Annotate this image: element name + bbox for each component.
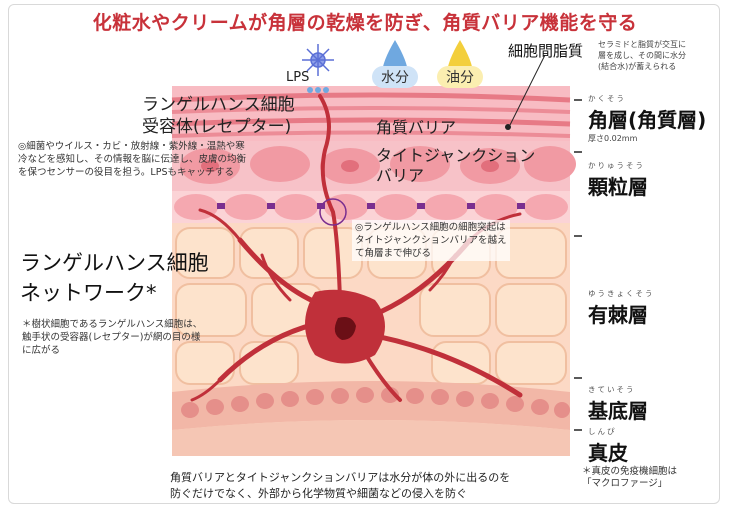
lps-icon xyxy=(302,44,334,76)
lps-label: LPS xyxy=(286,70,310,85)
macrophage-note: ＊真皮の免疫機細胞は 「マクロファージ」 xyxy=(582,466,678,489)
basal-layer xyxy=(172,381,570,430)
layer-bracket-ticks xyxy=(574,99,582,431)
intercellular-lipid-label: 細胞間脂質 xyxy=(508,42,584,60)
tight-junction-label: タイトジャンクション バリア xyxy=(376,146,536,185)
spinous-layer xyxy=(175,227,567,385)
layer-spinous: ゆうきょくそう 有棘層 xyxy=(588,289,655,327)
layer-basal: きていそう 基底層 xyxy=(588,385,648,423)
layer-granular: かりゅうそう 顆粒層 xyxy=(588,161,648,199)
intercellular-lipid-note: セラミドと脂質が交互に 層を成し、その間に水分 (結合水)が蓄えられる xyxy=(598,40,686,71)
lps-dots xyxy=(307,87,329,93)
network-title: ランゲルハンス細胞 ネットワーク* xyxy=(20,251,209,305)
network-note: ＊樹状細胞であるランゲルハンス細胞は、 触手状の受容器(レセプター)が網の目の様… xyxy=(22,319,203,356)
layer-dermis: しんぴ 真皮 xyxy=(588,427,628,465)
langerhans-nucleus xyxy=(334,317,356,340)
figure-title: 化粧水やクリームが角層の乾燥を防ぎ、角質バリア機能を守る xyxy=(92,12,638,34)
junction-highlight-circle xyxy=(319,198,347,226)
lipid-pointer-dot xyxy=(505,124,511,130)
footer-note: 角質バリアとタイトジャンクションバリアは水分が体の外に出るのを 防ぐだけでなく、… xyxy=(170,471,511,500)
keratin-barrier-label: 角質バリア xyxy=(376,118,457,137)
receptor-note: ◎細菌やウイルス・カビ・放射線・紫外線・温熱や寒 冷などを感知し、その情報を脳に… xyxy=(18,141,247,178)
granular-layer xyxy=(172,141,576,191)
layer-stratum-corneum: かくそう 角層(角質層) 厚さ0.02mm xyxy=(588,94,707,143)
dendrite-note: ◎ランゲルハンス細胞の細胞突起は タイトジャンクションバリアを越え て角層まで伸… xyxy=(352,220,510,261)
figure-frame xyxy=(8,4,720,504)
oil-label: 油分 xyxy=(437,66,483,88)
water-label: 水分 xyxy=(372,66,418,88)
tight-junction-row xyxy=(172,191,570,223)
stratum-corneum xyxy=(171,86,571,141)
dermis xyxy=(172,420,570,456)
receptor-title: ランゲルハンス細胞 受容体(レセプター) xyxy=(142,95,295,137)
